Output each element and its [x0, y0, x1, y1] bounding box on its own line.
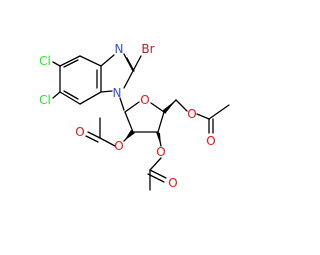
stereo-wedges [124, 100, 176, 146]
bond [147, 173, 165, 183]
bond [100, 54, 115, 67]
atom-chlorine-upper: Cl [39, 54, 51, 68]
molecule-canvas: N N Br Cl Cl O O O O O O O [39, 42, 230, 191]
bond [175, 99, 188, 112]
bond [85, 135, 99, 143]
bond [123, 70, 134, 89]
bond [132, 55, 142, 72]
atom-labels: N N Br Cl Cl O O O O O O O [39, 42, 216, 190]
bond [149, 157, 162, 171]
atom-n-ring: N [113, 86, 122, 100]
bond [124, 101, 140, 113]
bond [196, 113, 210, 120]
atom-o-ester-c5: O [187, 107, 196, 121]
bond [52, 91, 61, 99]
atom-o-ring: O [140, 93, 149, 107]
bond [79, 55, 102, 67]
bond [150, 102, 165, 113]
bond-inner [126, 57, 135, 72]
bond [100, 90, 113, 93]
atom-chlorine-lower: Cl [39, 93, 51, 107]
structure-drawing: N N Br Cl Cl O O O O O O O [39, 42, 230, 191]
bonds [52, 53, 230, 191]
bond [87, 131, 101, 139]
bond [124, 111, 134, 133]
bond [208, 104, 230, 120]
bond [99, 137, 116, 147]
atom-o-ester-c3: O [156, 145, 165, 159]
wedge-bond [124, 130, 135, 141]
bond [157, 111, 165, 133]
atom-o-carbonyl-c3: O [168, 176, 177, 190]
bond-inner [63, 59, 79, 68]
atom-o-carbonyl-c5: O [206, 134, 215, 148]
bond [52, 61, 61, 67]
wedge-bond [163, 100, 176, 114]
bond [59, 55, 81, 67]
wedge-bond [156, 132, 161, 146]
atom-o-ester-c2: O [114, 139, 123, 153]
bond [59, 91, 81, 105]
atom-o-carbonyl-c2: O [75, 125, 84, 139]
atom-bromine: Br [141, 42, 154, 56]
bond [123, 53, 134, 72]
bond [119, 97, 125, 111]
atom-n-imine: N [115, 42, 124, 56]
bond [149, 169, 167, 179]
bond [79, 91, 102, 105]
bond-inner [63, 90, 79, 100]
